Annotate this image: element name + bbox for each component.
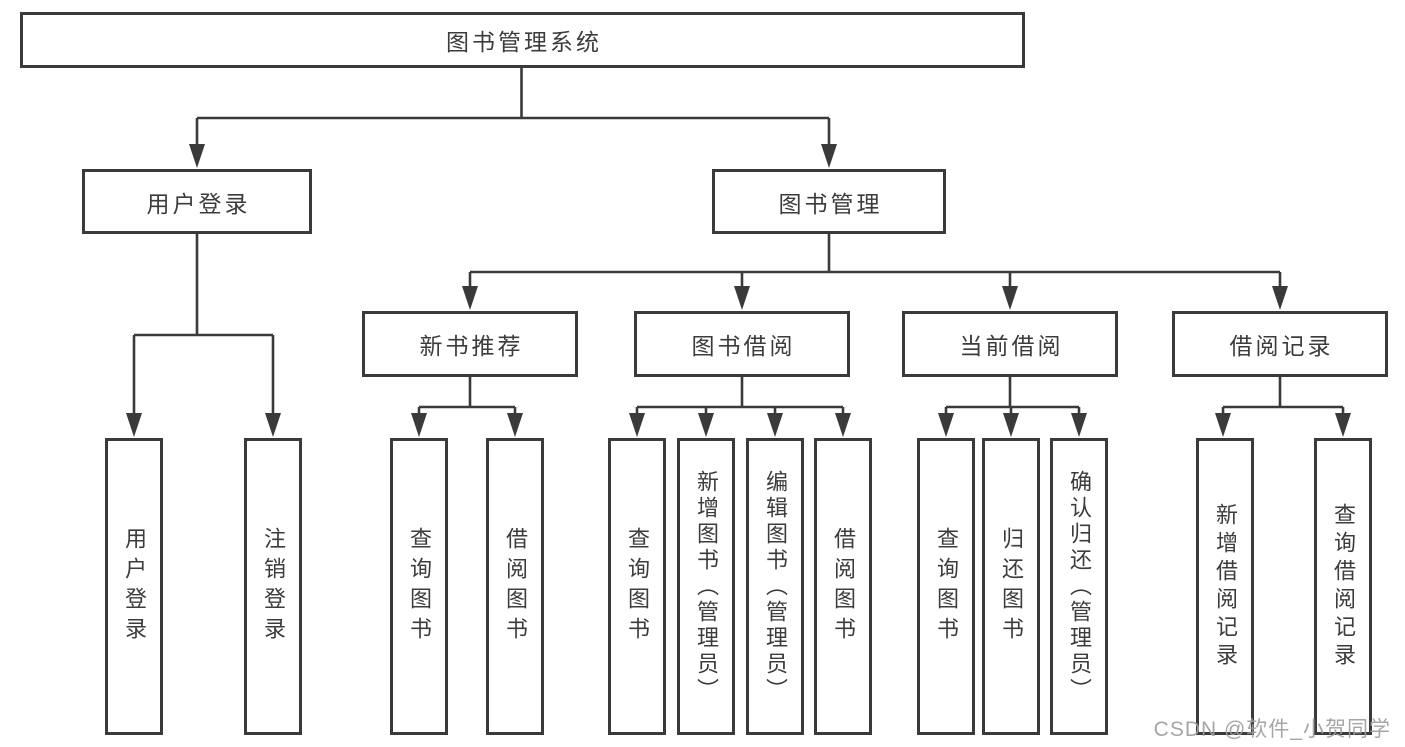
node-book-borrow: 图书借阅 [634, 311, 850, 377]
arrowheads-borrow-record-children [1215, 413, 1351, 437]
leaf-borrow-borrow-books: 借阅图书 [814, 438, 872, 735]
node-borrow-record: 借阅记录 [1172, 311, 1388, 377]
connector-book-borrow-children [635, 377, 845, 420]
arrowheads-root-to-level2 [189, 144, 837, 168]
leaf-record-add-record: 新增借阅记录 [1196, 438, 1254, 735]
leaf-borrow-query-books: 查询图书 [608, 438, 666, 735]
leaf-newbook-borrow-books: 借阅图书 [486, 438, 544, 735]
node-root-library-system: 图书管理系统 [20, 12, 1025, 68]
leaf-current-return-books: 归还图书 [982, 438, 1040, 735]
arrowheads-book-borrow-children [629, 413, 851, 437]
arrowheads-book-mgmt-to-level3 [462, 286, 1288, 310]
connector-book-mgmt-to-level3 [468, 234, 1282, 292]
arrowheads-new-book-children [411, 413, 523, 437]
node-user-login: 用户登录 [82, 169, 312, 234]
leaf-current-confirm-return-admin: 确认归还（管理员） [1050, 438, 1108, 735]
node-current-borrow: 当前借阅 [902, 311, 1118, 377]
leaf-current-query-books: 查询图书 [917, 438, 975, 735]
connector-root-to-level2 [195, 68, 831, 150]
leaf-record-query-record: 查询借阅记录 [1314, 438, 1372, 735]
connector-borrow-record-children [1221, 377, 1345, 420]
connector-user-login-children [132, 234, 275, 420]
node-book-management: 图书管理 [712, 169, 946, 234]
leaf-logout: 注销登录 [244, 438, 302, 735]
leaf-borrow-add-books-admin: 新增图书（管理员） [677, 438, 735, 735]
leaf-borrow-edit-books-admin: 编辑图书（管理员） [746, 438, 804, 735]
leaf-user-login: 用户登录 [105, 438, 163, 735]
arrowheads-current-borrow-children [938, 413, 1087, 437]
arrowheads-user-login-children [126, 413, 281, 437]
leaf-newbook-query-books: 查询图书 [390, 438, 448, 735]
node-new-book-recommend: 新书推荐 [362, 311, 578, 377]
connector-new-book-children [417, 377, 517, 420]
csdn-watermark: CSDN @软件_小贺同学 [1153, 718, 1391, 741]
